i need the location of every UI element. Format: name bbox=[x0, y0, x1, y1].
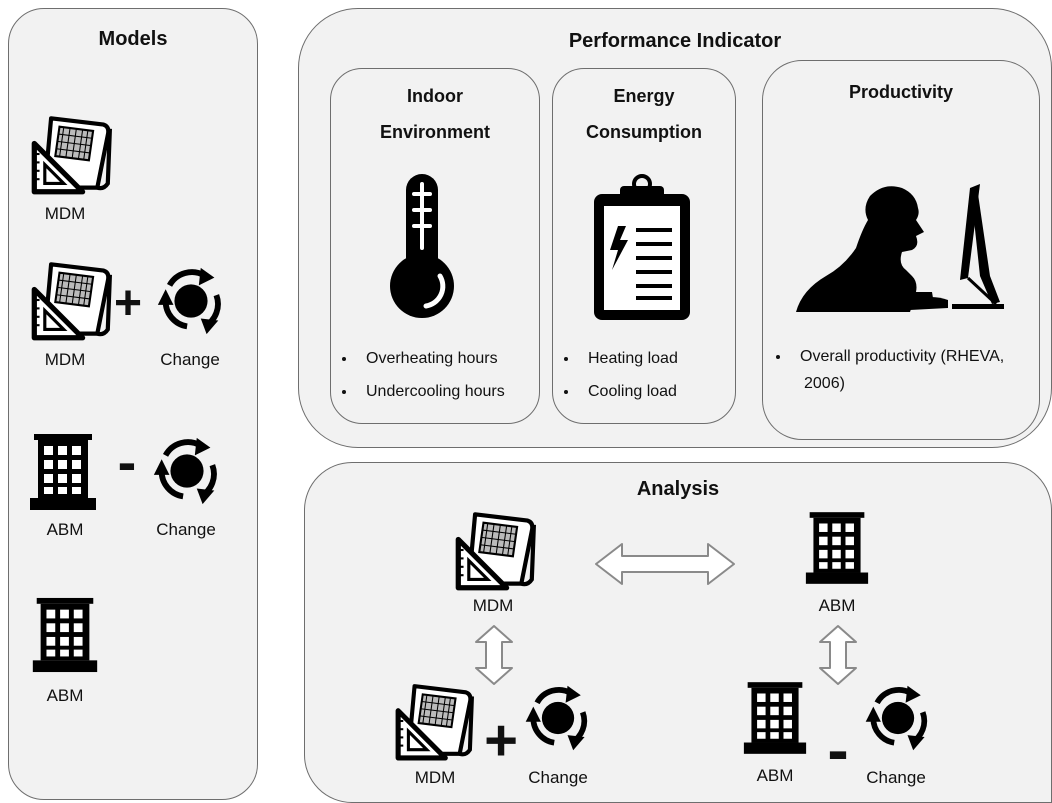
plus-operator: + bbox=[113, 277, 143, 330]
energy-bullet-2: Cooling load bbox=[564, 383, 677, 401]
models-title: Models bbox=[98, 28, 168, 50]
models-item2-left-label: MDM bbox=[44, 350, 86, 369]
thermometer-icon bbox=[380, 170, 464, 320]
minus-operator: - bbox=[827, 714, 849, 786]
building-icon bbox=[742, 680, 808, 756]
horizontal-double-arrow bbox=[594, 542, 736, 586]
analysis-bottom-left-right-label: Change bbox=[528, 768, 588, 787]
analysis-top-right-label: ABM bbox=[818, 596, 856, 615]
models-item4-label: ABM bbox=[46, 686, 84, 705]
drafting-plan-icon bbox=[452, 508, 536, 592]
models-item3-left-label: ABM bbox=[46, 520, 84, 539]
productivity-bullet-1: Overall productivity (RHEVA, bbox=[776, 348, 1004, 366]
building-icon bbox=[28, 432, 98, 512]
building-icon bbox=[804, 510, 870, 586]
analysis-bottom-right-left-label: ABM bbox=[756, 766, 794, 785]
indoor-environment-title-line1: Indoor bbox=[407, 86, 463, 106]
energy-consumption-title-line1: Energy bbox=[613, 86, 675, 106]
drafting-plan-icon bbox=[28, 112, 112, 196]
energy-clipboard-icon bbox=[588, 174, 696, 324]
performance-title: Performance Indicator bbox=[568, 30, 782, 52]
energy-bullet-2-text: Cooling load bbox=[588, 383, 677, 400]
models-item1-label: MDM bbox=[44, 204, 86, 223]
drafting-plan-icon bbox=[28, 258, 112, 342]
analysis-bottom-right-right-label: Change bbox=[866, 768, 926, 787]
indoor-bullet-2: Undercooling hours bbox=[342, 383, 505, 401]
building-icon bbox=[30, 596, 100, 674]
change-cycle-icon bbox=[152, 262, 230, 340]
change-cycle-icon bbox=[148, 432, 226, 510]
models-item3-right-label: Change bbox=[156, 520, 216, 539]
energy-bullet-1-text: Heating load bbox=[588, 350, 678, 367]
vertical-double-arrow-left bbox=[474, 624, 514, 686]
indoor-bullet-1-text: Overheating hours bbox=[366, 350, 498, 367]
plus-operator: + bbox=[484, 708, 518, 773]
productivity-bullet-line2: 2006) bbox=[804, 375, 845, 392]
indoor-bullet-1: Overheating hours bbox=[342, 350, 498, 368]
person-at-computer-icon bbox=[792, 180, 1006, 316]
productivity-bullet-text-line1: Overall productivity (RHEVA, bbox=[800, 348, 1005, 365]
energy-consumption-title-line2: Consumption bbox=[586, 122, 702, 142]
analysis-title: Analysis bbox=[636, 478, 720, 500]
analysis-top-left-label: MDM bbox=[472, 596, 514, 615]
energy-bullet-1: Heating load bbox=[564, 350, 678, 368]
change-cycle-icon bbox=[860, 680, 936, 756]
analysis-bottom-left-left-label: MDM bbox=[414, 768, 456, 787]
vertical-double-arrow-right bbox=[818, 624, 858, 686]
indoor-environment-title-line2: Environment bbox=[379, 122, 490, 142]
minus-operator: - bbox=[117, 430, 137, 493]
models-item2-right-label: Change bbox=[160, 350, 220, 369]
change-cycle-icon bbox=[520, 680, 596, 756]
indoor-bullet-2-text: Undercooling hours bbox=[366, 383, 505, 400]
productivity-title: Productivity bbox=[848, 82, 954, 102]
drafting-plan-icon bbox=[392, 680, 474, 762]
